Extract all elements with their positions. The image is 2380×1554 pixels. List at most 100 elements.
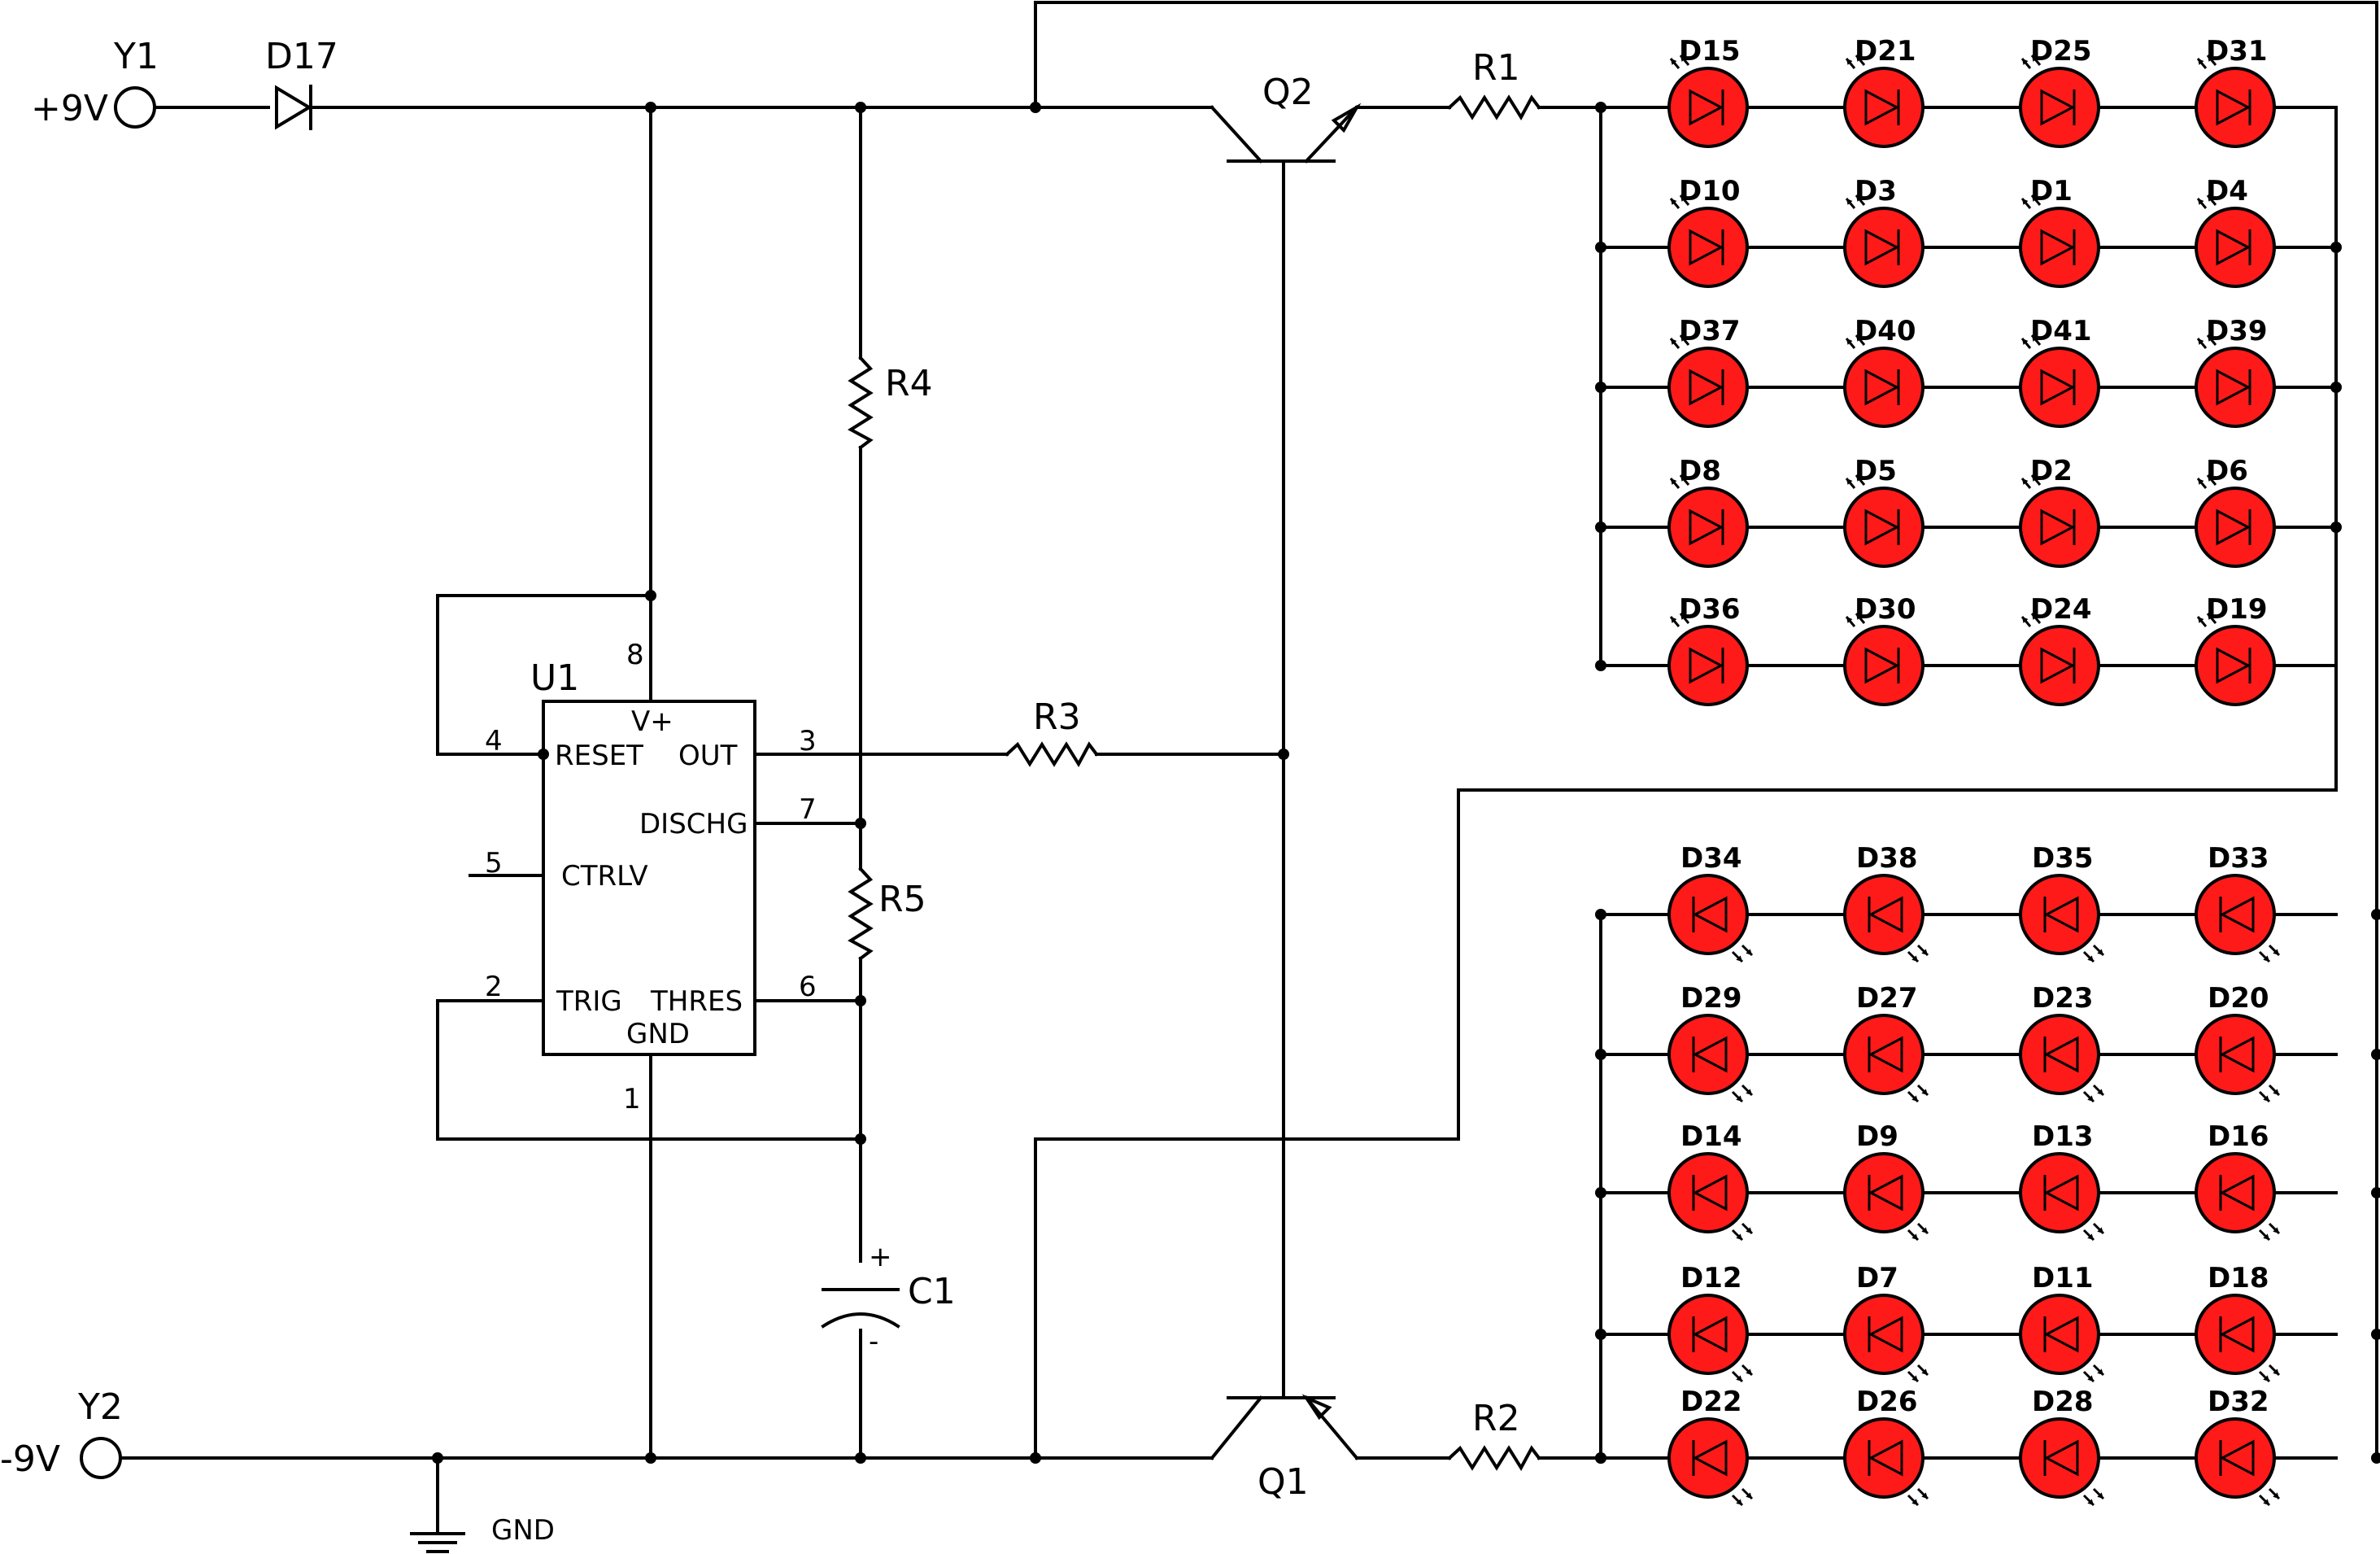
led-label: D30: [1855, 593, 1916, 626]
junction-dot: [1595, 1187, 1606, 1198]
led-d27: D27: [1843, 982, 1929, 1103]
transistor-q2: Q2: [1210, 72, 1362, 164]
led-label: D36: [1679, 593, 1741, 626]
ic-u1: U1 V+ RESET OUT DISCHG CTRLV TRIG THRES …: [485, 639, 817, 1115]
ic-reset-label: RESET: [555, 740, 643, 772]
led-label: D40: [1855, 315, 1916, 347]
led-label: D2: [2030, 455, 2073, 487]
r3-label: R3: [1033, 696, 1081, 738]
resistor-r5: R5: [848, 866, 926, 961]
junction-dot: [1595, 522, 1606, 533]
led-d4: D4: [2195, 175, 2276, 288]
led-d14: D14: [1667, 1120, 1754, 1242]
led-d7: D7: [1843, 1262, 1929, 1383]
r4-label: R4: [885, 363, 933, 404]
led-d36: D36: [1667, 593, 1749, 706]
junction-dot: [1595, 909, 1606, 920]
led-d18: D18: [2195, 1262, 2281, 1383]
u1-label: U1: [530, 657, 579, 699]
led-d39: D39: [2195, 315, 2276, 428]
gnd-label: GND: [491, 1514, 555, 1547]
led-d33: D33: [2195, 842, 2281, 963]
ic-gnd-label: GND: [626, 1018, 690, 1050]
led-label: D29: [1680, 982, 1742, 1015]
ic-pin-1: 1: [623, 1083, 641, 1115]
led-label: D16: [2208, 1120, 2269, 1153]
ic-pin-3: 3: [799, 725, 817, 757]
ic-pin-6: 6: [799, 971, 817, 1003]
led-label: D39: [2206, 315, 2268, 347]
ic-vplus-label: V+: [631, 705, 673, 738]
led-label: D27: [1856, 982, 1918, 1015]
led-label: D33: [2208, 842, 2269, 875]
ic-out-label: OUT: [678, 740, 738, 772]
led-label: D14: [1680, 1120, 1742, 1153]
led-label: D9: [1856, 1120, 1898, 1153]
led-label: D3: [1855, 175, 1897, 207]
led-d40: D40: [1843, 315, 1924, 428]
ic-dischg-label: DISCHG: [639, 808, 748, 840]
capacitor-c1: + - C1: [821, 1241, 956, 1358]
led-d8: D8: [1667, 455, 1749, 568]
q2-label: Q2: [1262, 72, 1314, 113]
ic-trig-label: TRIG: [556, 985, 622, 1018]
ic-pin-7: 7: [799, 793, 817, 826]
led-d26: D26: [1843, 1386, 1929, 1507]
c1-label: C1: [908, 1271, 956, 1312]
ic-thres-label: THRES: [650, 985, 743, 1018]
led-d34: D34: [1667, 842, 1754, 963]
led-d29: D29: [1667, 982, 1754, 1103]
led-d3: D3: [1843, 175, 1924, 288]
y1-terminal: Y1 +9V: [31, 36, 159, 129]
diode-d17: D17: [265, 36, 338, 130]
junction-dot: [2330, 382, 2342, 393]
led-d15: D15: [1667, 35, 1749, 148]
plus9v-label: +9V: [31, 88, 108, 129]
junction-dots: [432, 102, 1606, 1464]
junction-dot: [2371, 1187, 2380, 1198]
led-d37: D37: [1667, 315, 1749, 428]
junction-dot: [1595, 1452, 1606, 1464]
ic-pin-5: 5: [485, 847, 503, 880]
transistor-q1: Q1: [1210, 1394, 1359, 1503]
led-label: D8: [1679, 455, 1721, 487]
junction-dot: [2371, 1049, 2380, 1060]
junction-dot: [1595, 242, 1606, 253]
c1-plus: +: [869, 1241, 892, 1273]
led-d25: D25: [2019, 35, 2100, 148]
ic-pin-2: 2: [485, 971, 503, 1003]
led-d6: D6: [2195, 455, 2276, 568]
ic-pin-8: 8: [626, 639, 644, 671]
led-d23: D23: [2019, 982, 2105, 1103]
resistor-r3: R3: [1005, 696, 1099, 767]
led-d12: D12: [1667, 1262, 1754, 1383]
led-d35: D35: [2019, 842, 2105, 963]
led-d19: D19: [2195, 593, 2276, 706]
led-label: D11: [2032, 1262, 2094, 1294]
junction-dot: [1595, 660, 1606, 671]
led-label: D10: [1679, 175, 1741, 207]
led-label: D4: [2206, 175, 2248, 207]
led-d9: D9: [1843, 1120, 1929, 1242]
led-d30: D30: [1843, 593, 1924, 706]
led-label: D37: [1679, 315, 1741, 347]
led-label: D22: [1680, 1386, 1742, 1418]
led-d2: D2: [2019, 455, 2100, 568]
junction-dot: [2330, 242, 2342, 253]
led-d20: D20: [2195, 982, 2281, 1103]
led-label: D15: [1679, 35, 1741, 68]
junction-dot: [2371, 1329, 2380, 1340]
junction-dot: [2371, 1452, 2380, 1464]
junction-dot: [1595, 1329, 1606, 1340]
y1-label: Y1: [113, 36, 159, 77]
led-label: D6: [2206, 455, 2248, 487]
led-label: D31: [2206, 35, 2268, 68]
led-label: D1: [2030, 175, 2073, 207]
led-d5: D5: [1843, 455, 1924, 568]
d17-label: D17: [265, 36, 338, 77]
junction-dot: [2371, 909, 2380, 920]
led-label: D25: [2030, 35, 2092, 68]
led-d10: D10: [1667, 175, 1749, 288]
